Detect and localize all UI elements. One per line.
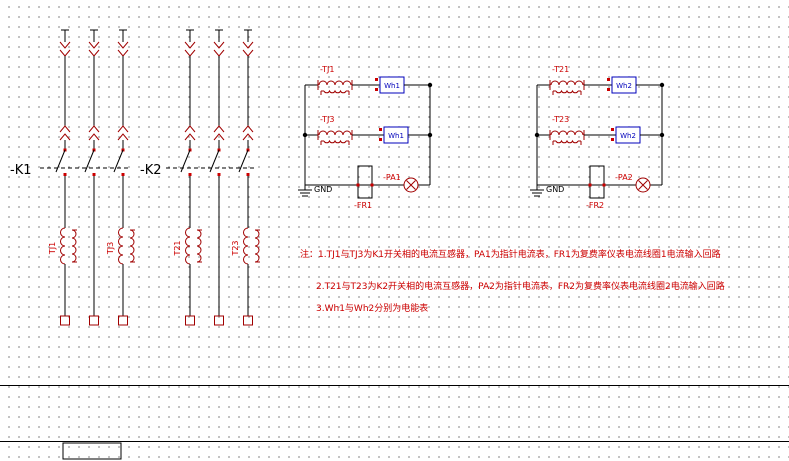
relay-fr1-label: -FR1 (354, 201, 372, 210)
junction-dot (659, 82, 665, 88)
meter-pin (375, 78, 378, 81)
breaker-pole (238, 29, 254, 229)
current-transformer-symbol (185, 227, 203, 265)
relay-pin (588, 183, 592, 187)
transformer-coil (317, 79, 353, 96)
relay-pin (370, 183, 374, 187)
terminal (118, 315, 128, 326)
junction-dot (534, 132, 540, 138)
title-block-box (62, 442, 122, 460)
junction-dot (427, 82, 433, 88)
sheet-border (0, 385, 789, 460)
ammeter-pa2-label: -PA2 (615, 173, 633, 182)
transformer-t21-label: -T21 (552, 65, 569, 74)
transformer-coil (549, 129, 585, 146)
terminal (185, 315, 195, 326)
meter-pin (611, 128, 614, 131)
breaker-pole (55, 29, 71, 229)
transformer-tj1-label: -TJ1 (320, 65, 335, 74)
ground-symbol (298, 185, 312, 197)
relay-fr1 (357, 165, 373, 199)
meter-pin (607, 78, 610, 81)
energy-meter-label: Wh2 (620, 132, 636, 140)
terminal (243, 315, 253, 326)
meter-pin (607, 88, 610, 91)
current-transformer-symbol (243, 227, 261, 265)
metering-circuit-1: -TJ1 Wh1 -TJ3 Wh1 GND -FR1 -PA1 (298, 65, 433, 210)
ground-symbol (530, 185, 544, 197)
current-transformer-symbol (60, 227, 78, 265)
breaker-pole (209, 29, 225, 229)
notes: 注：1.TJ1与TJ3为K1开关相的电流互感器，PA1为指针电流表，FR1为复费… (300, 248, 725, 314)
relay-fr2-label: -FR2 (586, 201, 604, 210)
meter-pin (611, 138, 614, 141)
metering-circuit-2: -T21 Wh2 -T23 Wh2 GND -FR2 -PA2 (530, 65, 665, 210)
relay-pin (602, 183, 606, 187)
transformer-coil (317, 129, 353, 146)
transformer-coil (549, 79, 585, 96)
meter-pin (375, 88, 378, 91)
transformer-tj3-label: -TJ3 (320, 115, 335, 124)
ct-t21-label: T21 (173, 240, 182, 256)
note-line-1: 注：1.TJ1与TJ3为K1开关相的电流互感器，PA1为指针电流表，FR1为复费… (300, 248, 721, 260)
breaker-pole (84, 29, 100, 229)
breaker-pole (113, 29, 129, 229)
energy-meter-label: Wh1 (388, 132, 404, 140)
current-transformer-symbol (118, 227, 136, 265)
ct-t23-label: T23 (231, 240, 240, 256)
relay-pin (356, 183, 360, 187)
meter-pin (379, 138, 382, 141)
energy-meter-label: Wh2 (616, 82, 632, 90)
ammeter-cross (406, 180, 416, 190)
terminal (89, 315, 99, 326)
relay-fr2 (589, 165, 605, 199)
ct-tj3-label: TJ3 (106, 242, 115, 255)
energy-meter-label: Wh1 (384, 82, 400, 90)
note-line-2: 2.T21与T23为K2开关相的电流互感器，PA2为指针电流表，FR2为复费率仪… (316, 280, 725, 292)
ammeter-cross (638, 180, 648, 190)
transformer-t23-label: -T23 (552, 115, 569, 124)
junction-dot (427, 132, 433, 138)
note-line-3: 3.Wh1与Wh2分别为电能表 (316, 302, 428, 314)
breaker-k2-label: -K2 (140, 163, 162, 178)
breaker-k1: -K1 TJ1 TJ3 (10, 29, 136, 326)
terminal (214, 315, 224, 326)
terminal (60, 315, 70, 326)
meter-pin (379, 128, 382, 131)
gnd-label: GND (546, 185, 564, 194)
gnd-label: GND (314, 185, 332, 194)
breaker-pole (180, 29, 196, 229)
ct-tj1-label: TJ1 (48, 242, 57, 255)
junction-dot (302, 132, 308, 138)
ammeter-pa1-label: -PA1 (383, 173, 401, 182)
breaker-k2: -K2 T21 T23 (140, 29, 261, 326)
junction-dot (659, 132, 665, 138)
breaker-k1-label: -K1 (10, 163, 32, 178)
